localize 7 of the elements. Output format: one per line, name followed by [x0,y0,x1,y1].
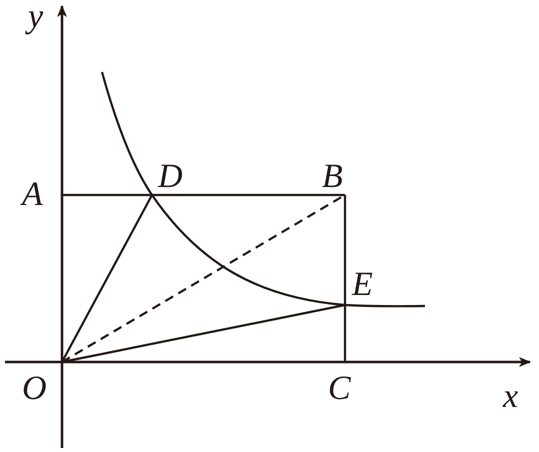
point-label: E [352,268,373,302]
point-label: C [328,372,351,406]
point-label: O [22,372,47,406]
point-label: D [158,160,183,194]
axis-label: x [503,380,518,414]
point-label: A [22,178,43,212]
point-label: B [322,160,343,194]
